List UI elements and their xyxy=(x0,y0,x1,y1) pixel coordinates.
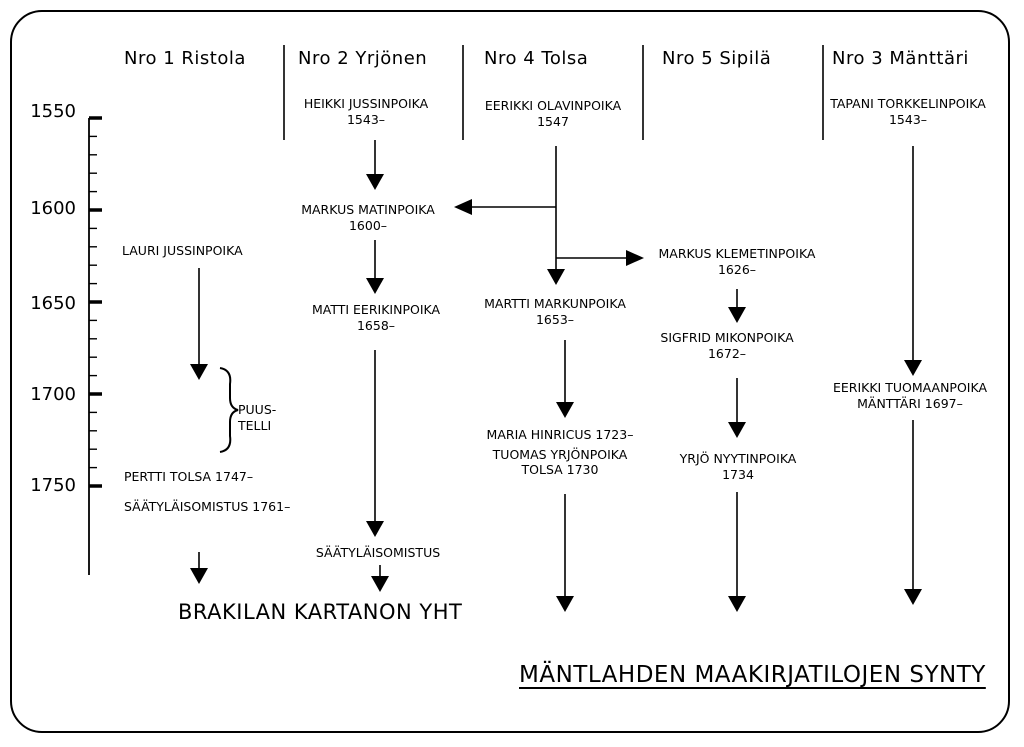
arrowhead xyxy=(626,250,644,266)
arrowhead xyxy=(366,278,384,294)
arrowhead xyxy=(371,576,389,592)
diagram-title: MÄNTLAHDEN MAAKIRJATILOJEN SYNTY xyxy=(519,662,986,688)
farm-header-manttari: Nro 3 Mänttäri xyxy=(832,48,969,69)
farm-header-tolsa: Nro 4 Tolsa xyxy=(484,48,589,69)
year-label: 1600 xyxy=(30,198,76,219)
saatylaisomistus-1761: SÄÄTYLÄISOMISTUS 1761– xyxy=(124,499,291,514)
arrowhead xyxy=(904,360,922,376)
diagram-frame xyxy=(10,10,1010,733)
brace xyxy=(219,367,239,453)
brakila-label: BRAKILAN KARTANON YHT xyxy=(178,600,463,624)
person-pertti-tolsa: PERTTI TOLSA 1747– xyxy=(124,469,254,484)
arrowhead xyxy=(454,199,472,215)
person-lauri-jussinpoika: LAURI JUSSINPOIKA xyxy=(122,243,243,258)
year-label: 1700 xyxy=(30,384,76,405)
arrowhead xyxy=(547,269,565,285)
farm-header-ristola: Nro 1 Ristola xyxy=(124,48,246,69)
farm-header-yrjonen: Nro 2 Yrjönen xyxy=(298,48,428,69)
arrowhead xyxy=(728,422,746,438)
arrowhead xyxy=(556,402,574,418)
arrowhead xyxy=(366,521,384,537)
farm-header-sipila: Nro 5 Sipilä xyxy=(662,48,772,69)
puustelli-label: PUUS-TELLI xyxy=(238,402,277,433)
arrowhead xyxy=(556,596,574,612)
arrowhead xyxy=(190,364,208,380)
arrowhead xyxy=(904,589,922,605)
year-label: 1750 xyxy=(30,475,76,496)
arrowhead xyxy=(728,596,746,612)
year-label: 1550 xyxy=(30,101,76,122)
saatylaisomistus: SÄÄTYLÄISOMISTUS xyxy=(315,545,441,560)
arrowhead xyxy=(190,568,208,584)
arrowhead xyxy=(728,307,746,323)
arrowhead xyxy=(366,174,384,190)
year-label: 1650 xyxy=(30,293,76,314)
